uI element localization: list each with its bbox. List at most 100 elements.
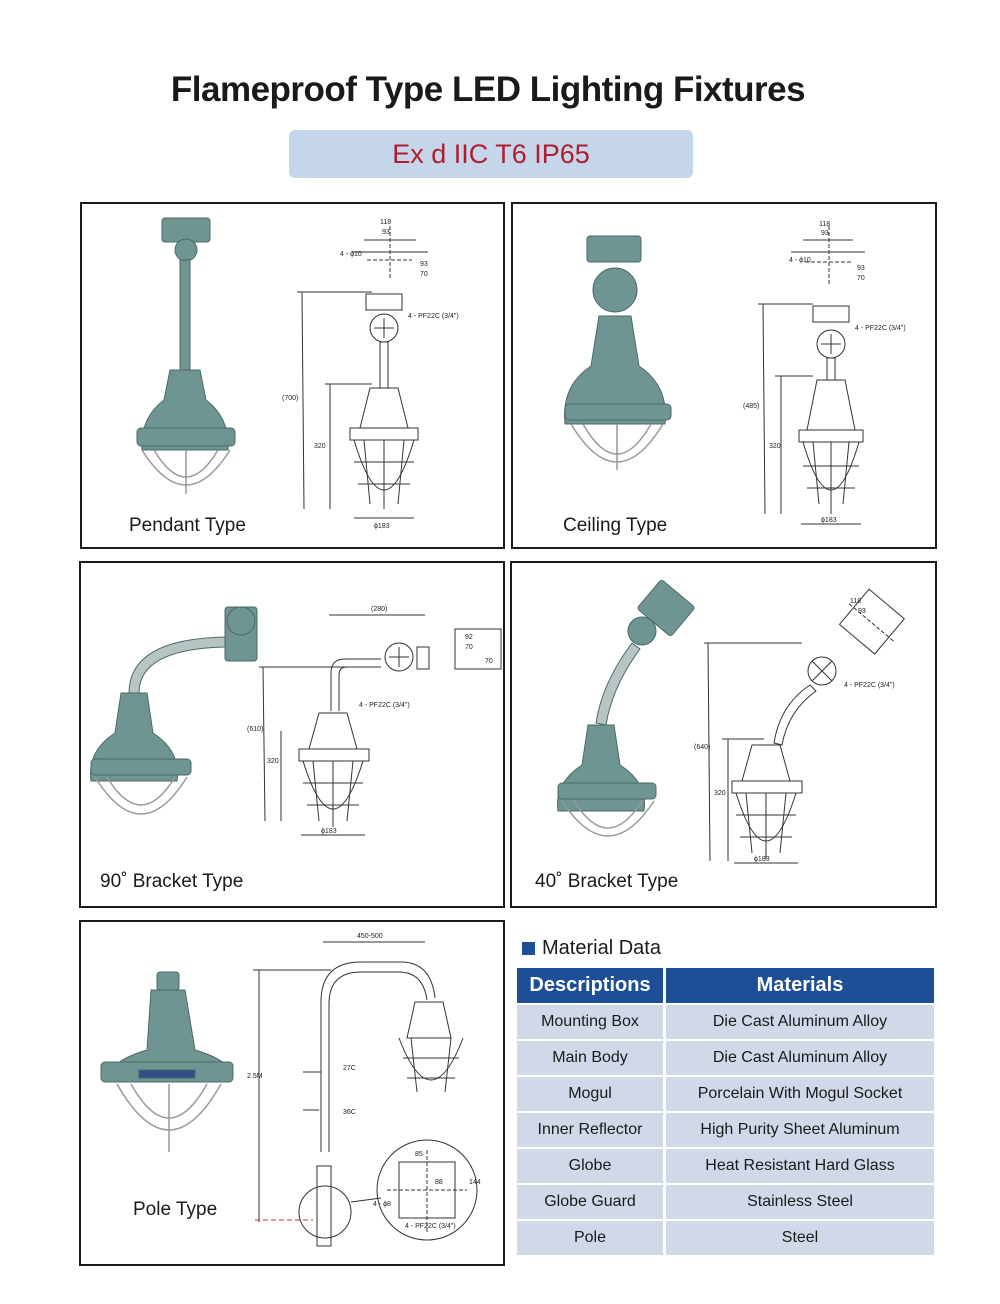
panel-ceiling: 118 93 4 - ϕ10 93 70 4 - PF22C (3/4") (4… [511, 202, 937, 549]
material-cell: Die Cast Aluminum Alloy [666, 1005, 934, 1039]
dim-diameter: ϕ183 [821, 517, 837, 524]
dim-conduit: 4 - PF22C (3/4") [855, 325, 906, 332]
panel-bracket-40: 118 93 4 - PF22C (3/4") (640) 320 ϕ183 4… [510, 561, 937, 908]
material-cell: Porcelain With Mogul Socket [666, 1077, 934, 1111]
description-cell: Pole [517, 1221, 663, 1255]
dim-conduit: 4 - PF22C (3/4") [844, 682, 895, 689]
dim-conduit: 4 - PF22C (3/4") [405, 1223, 456, 1230]
table-header-row: Descriptions Materials [517, 968, 934, 1003]
dim-center-right: 144 [469, 1179, 481, 1186]
description-cell: Globe Guard [517, 1185, 663, 1219]
bullet-square-icon [522, 942, 535, 955]
dim-bolt: 4 - ϕ10 [340, 251, 362, 258]
technical-drawing [758, 226, 865, 525]
dim-width-inner: 93 [858, 608, 866, 615]
panel-label-ceiling: Ceiling Type [563, 515, 668, 536]
globe-guard [141, 449, 231, 494]
panel-pendant: 118 93 4 - ϕ10 93 70 4 - PF22C (3/4") (7… [80, 202, 505, 549]
fixture-photo [90, 606, 258, 782]
material-cell: High Purity Sheet Aluminum [666, 1113, 934, 1147]
dim-width-inner: 93 [382, 229, 390, 236]
globe-guard [570, 423, 664, 470]
panel-pole: 450-500 2.5M 27C 36C 85 144 88 4 - ϕ8 4 … [79, 920, 505, 1266]
dim-height-outer: 93 [857, 265, 865, 272]
material-cell: Heat Resistant Hard Glass [666, 1149, 934, 1183]
dim-height-outer: 93 [420, 261, 428, 268]
fixture-photo [136, 217, 236, 451]
globe-guard [116, 1083, 222, 1152]
technical-drawing [253, 941, 478, 1247]
dim-bolt: 4 - ϕ8 [373, 1201, 391, 1208]
material-cell: Steel [666, 1221, 934, 1255]
dim-center-inner: 88 [435, 1179, 443, 1186]
description-cell: Globe [517, 1149, 663, 1183]
dim-lower: 320 [267, 758, 279, 765]
fixture-photo [564, 235, 672, 425]
description-cell: Mogul [517, 1077, 663, 1111]
fixture-photo [100, 971, 234, 1083]
certification-text: Ex d IIC T6 IP65 [392, 138, 590, 169]
pole-illustration: 450-500 2.5M 27C 36C 85 144 88 4 - ϕ8 4 … [100, 933, 481, 1247]
panel-label-bracket-90: 90˚ Bracket Type [100, 871, 244, 892]
dim-height-inner: 70 [857, 275, 865, 282]
technical-drawing [297, 226, 428, 519]
globe-guard [561, 800, 655, 837]
material-data-heading: Material Data [522, 937, 661, 960]
header-materials: Materials [666, 968, 934, 1003]
dim-diameter: ϕ183 [374, 523, 390, 530]
dim-diameter: ϕ183 [321, 828, 337, 835]
description-cell: Mounting Box [517, 1005, 663, 1039]
material-data-title: Material Data [542, 937, 661, 959]
dim-width-inner: 93 [821, 230, 829, 237]
panel-label-pendant: Pendant Type [129, 515, 246, 536]
dim-conduit: 4 - PF22C (3/4") [408, 313, 459, 320]
panel-label-pole: Pole Type [133, 1199, 218, 1220]
technical-drawing [704, 588, 905, 864]
description-cell: Main Body [517, 1041, 663, 1075]
page-title: Flameproof Type LED Lighting Fixtures [170, 70, 806, 109]
dim-reach: 450-500 [357, 933, 383, 940]
bracket-40-illustration: 118 93 4 - PF22C (3/4") (640) 320 ϕ183 [557, 580, 905, 864]
dim-width-outer: 92 [465, 634, 473, 641]
globe-guard [94, 776, 188, 815]
dim-total: (485) [743, 403, 759, 410]
dim-width-outer: 118 [850, 598, 861, 605]
dim-total: (700) [282, 395, 298, 402]
dim-diameter-upper: 27C [343, 1065, 356, 1072]
dim-width-inner: 70 [465, 644, 473, 651]
pendant-illustration: 118 93 4 - ϕ10 93 70 4 - PF22C (3/4") (7… [136, 217, 459, 530]
header-descriptions: Descriptions [517, 968, 663, 1003]
dim-lower: 320 [314, 443, 326, 450]
dim-height: 2.5M [247, 1073, 263, 1080]
material-cell: Stainless Steel [666, 1185, 934, 1219]
material-cell: Die Cast Aluminum Alloy [666, 1041, 934, 1075]
panel-bracket-90: (280) 92 70 70 4 - PF22C (3/4") (610) 32… [79, 561, 505, 908]
certification-badge: Ex d IIC T6 IP65 [289, 130, 693, 178]
fixture-photo [557, 580, 695, 812]
dim-conduit: 4 - PF22C (3/4") [359, 702, 410, 709]
technical-drawing [259, 614, 502, 836]
dim-height-inner: 70 [420, 271, 428, 278]
dim-diameter-lower: 36C [343, 1109, 356, 1116]
dim-center-top: 85 [415, 1151, 423, 1158]
dim-width-outer: 118 [380, 219, 391, 226]
dim-diameter: ϕ183 [754, 856, 770, 863]
dim-lower: 320 [714, 790, 726, 797]
dim-height: 70 [485, 658, 493, 665]
dim-lower: 320 [769, 443, 781, 450]
bracket-90-illustration: (280) 92 70 70 4 - PF22C (3/4") (610) 32… [90, 606, 502, 836]
dim-width-outer: 118 [819, 221, 830, 228]
dim-reach: (280) [371, 606, 387, 613]
ceiling-illustration: 118 93 4 - ϕ10 93 70 4 - PF22C (3/4") (4… [564, 221, 906, 525]
description-cell: Inner Reflector [517, 1113, 663, 1147]
dim-bolt: 4 - ϕ10 [789, 257, 811, 264]
dim-total: (610) [247, 726, 263, 733]
